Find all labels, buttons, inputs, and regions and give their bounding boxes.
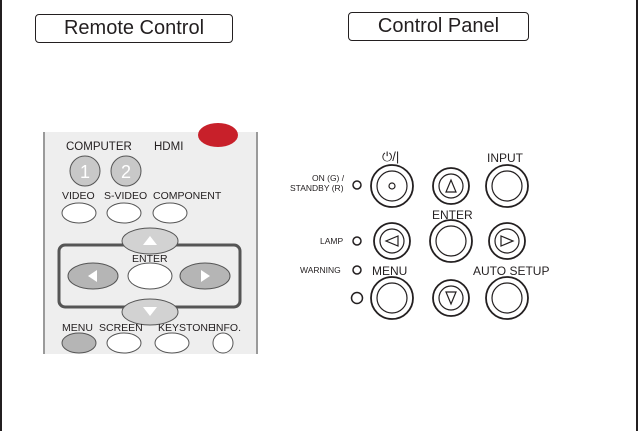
remote-control-label: Remote Control (35, 14, 233, 43)
key-1-label: 1 (80, 162, 90, 182)
key-2-button[interactable] (110, 155, 142, 187)
blank-indicator (350, 291, 364, 305)
up-button-inner (438, 173, 464, 199)
right-button-inner (494, 228, 520, 254)
enter-button-panel[interactable] (429, 219, 473, 263)
left-triangle-icon (384, 235, 399, 247)
component-button[interactable] (152, 202, 188, 224)
remote-enter-label: ENTER (132, 253, 168, 265)
down-triangle-icon (445, 291, 457, 306)
video-button[interactable] (61, 202, 97, 224)
video-key-label: VIDEO (62, 190, 95, 202)
up-arrow-icon (143, 236, 157, 245)
lamp-label: LAMP (320, 236, 343, 246)
hdmi-key-label: HDMI (154, 141, 183, 153)
power-symbol-label: ⏻/| (382, 149, 399, 164)
menu-key-label: MENU (62, 322, 93, 334)
menu-button[interactable] (61, 332, 97, 354)
down-button-inner (438, 285, 464, 311)
menu-button-panel[interactable] (370, 276, 414, 320)
lamp-indicator (352, 236, 362, 246)
s-video-button[interactable] (106, 202, 142, 224)
keystone-button[interactable] (154, 332, 190, 354)
keystone-key-label: KEYSTONE (158, 322, 215, 334)
info-button[interactable] (212, 332, 234, 354)
power-dot-icon (388, 182, 396, 190)
s-video-key-label: S-VIDEO (104, 190, 147, 202)
enter-button-inner (435, 225, 467, 257)
auto-setup-label: AUTO SETUP (473, 264, 549, 278)
on-standby-label-line1: ON (G) / (312, 173, 345, 183)
panel-menu-label: MENU (372, 264, 407, 278)
warning-indicator (352, 265, 362, 275)
component-key-label: COMPONENT (153, 190, 222, 202)
down-arrow-icon (143, 307, 157, 316)
computer-key-label: COMPUTER (66, 141, 132, 153)
frame-right-rule (636, 0, 638, 431)
panel-enter-label: ENTER (432, 208, 473, 222)
right-arrow-icon (201, 270, 210, 282)
auto-setup-button[interactable] (485, 276, 529, 320)
left-arrow-icon (88, 270, 97, 282)
left-button-inner (379, 228, 405, 254)
info-key-label: INFO. (213, 322, 241, 334)
key-1-button[interactable] (69, 155, 101, 187)
frame-left-rule (0, 0, 2, 431)
screen-key-label: SCREEN (99, 322, 143, 334)
input-button[interactable] (485, 164, 529, 208)
input-button-inner (491, 170, 523, 202)
screen-button[interactable] (106, 332, 142, 354)
right-triangle-icon (500, 235, 515, 247)
down-button[interactable] (432, 279, 470, 317)
left-button[interactable] (373, 222, 411, 260)
control-panel-label: Control Panel (348, 12, 529, 41)
remote-power-key[interactable] (198, 123, 238, 147)
menu-button-inner (376, 282, 408, 314)
up-triangle-icon (445, 178, 457, 193)
power-button-inner (376, 170, 408, 202)
power-button[interactable] (370, 164, 414, 208)
enter-button[interactable] (127, 262, 173, 290)
warning-label: WARNING (300, 265, 341, 275)
input-label: INPUT (487, 151, 524, 165)
on-standby-indicator (352, 180, 362, 190)
on-standby-label-line2: STANDBY (R) (290, 183, 344, 193)
up-button[interactable] (432, 167, 470, 205)
right-button[interactable] (488, 222, 526, 260)
auto-setup-button-inner (491, 282, 523, 314)
key-2-label: 2 (121, 162, 131, 182)
